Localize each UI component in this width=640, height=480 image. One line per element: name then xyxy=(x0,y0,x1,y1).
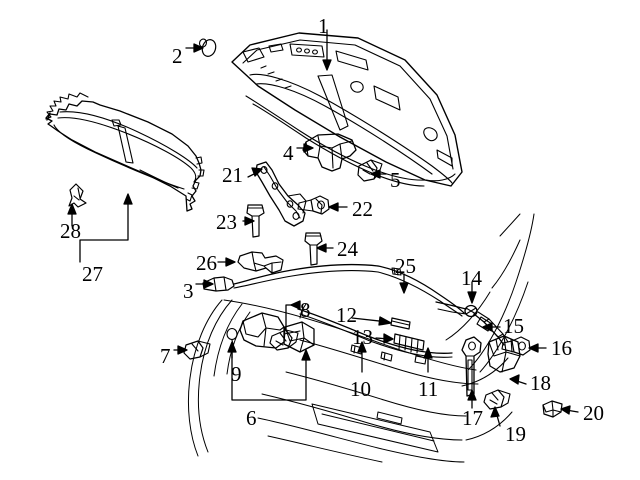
insulator-clip-part xyxy=(68,183,87,208)
cable-clip-small-part xyxy=(390,317,411,330)
retaining-clip-part xyxy=(542,400,563,418)
callout-25[interactable]: 25 xyxy=(395,254,416,278)
callout-22[interactable]: 22 xyxy=(352,197,373,221)
cable-routing-part xyxy=(377,265,465,317)
hood-hinge-part xyxy=(255,161,307,227)
callout-3[interactable]: 3 xyxy=(183,279,194,303)
hood-insulator-part xyxy=(45,92,205,212)
callout-7[interactable]: 7 xyxy=(160,344,171,368)
callout-23[interactable]: 23 xyxy=(216,210,237,234)
callout-6[interactable]: 6 xyxy=(246,406,257,430)
hinge-nut-part xyxy=(297,195,330,215)
callout-11[interactable]: 11 xyxy=(418,377,439,401)
callout-20[interactable]: 20 xyxy=(583,401,604,425)
latch-bracket-part xyxy=(487,335,521,373)
striker-bolt-part xyxy=(357,159,383,182)
callout-16[interactable]: 16 xyxy=(551,336,572,360)
vehicle-body-outline xyxy=(187,213,535,463)
cable-front-end-part xyxy=(202,263,379,292)
leader-lines xyxy=(67,29,579,427)
callout-28[interactable]: 28 xyxy=(60,219,81,243)
callout-27[interactable]: 27 xyxy=(82,262,103,286)
callout-17[interactable]: 17 xyxy=(462,406,483,430)
callout-4[interactable]: 4 xyxy=(283,141,294,165)
callout-15[interactable]: 15 xyxy=(503,314,524,338)
callout-1[interactable]: 1 xyxy=(318,14,329,38)
cable-retainer-part xyxy=(237,251,284,274)
callout-26[interactable]: 26 xyxy=(196,251,217,275)
callout-21[interactable]: 21 xyxy=(222,163,243,187)
callout-18[interactable]: 18 xyxy=(530,371,551,395)
callout-24[interactable]: 24 xyxy=(337,237,358,261)
callout-12[interactable]: 12 xyxy=(336,303,357,327)
hood-panel-part xyxy=(231,32,463,187)
callout-10[interactable]: 10 xyxy=(350,377,371,401)
callout-9[interactable]: 9 xyxy=(231,362,242,386)
cable-clip-ribbed-part xyxy=(393,333,425,354)
callout-8[interactable]: 8 xyxy=(300,298,311,322)
callout-13[interactable]: 13 xyxy=(352,325,373,349)
callout-19[interactable]: 19 xyxy=(505,422,526,446)
hinge-bolt-upper-part xyxy=(246,204,265,238)
callout-2[interactable]: 2 xyxy=(172,44,183,68)
callout-5[interactable]: 5 xyxy=(390,168,401,192)
inline-cable-clips xyxy=(350,344,427,365)
handle-screw-part xyxy=(183,340,211,360)
latch-bolt-part xyxy=(483,389,511,410)
callout-14[interactable]: 14 xyxy=(461,266,482,290)
hinge-bolt-lower-part xyxy=(304,232,323,266)
